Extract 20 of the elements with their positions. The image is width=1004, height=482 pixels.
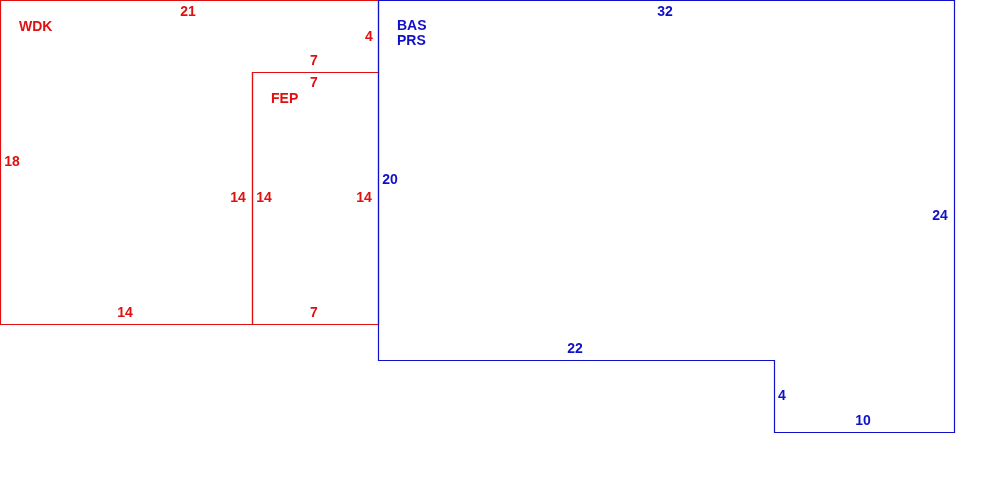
dimension-label: 14 xyxy=(230,190,246,204)
dimension-label: 32 xyxy=(657,4,673,18)
dimension-label: 4 xyxy=(778,388,786,402)
room-name: PRS xyxy=(397,33,426,47)
dimension-label: 4 xyxy=(365,29,373,43)
dimension-label: 7 xyxy=(310,75,318,89)
room-name: WDK xyxy=(19,19,53,33)
dimension-label: 20 xyxy=(382,172,398,186)
dimension-label: 14 xyxy=(356,190,372,204)
dimension-label: 21 xyxy=(180,4,196,18)
dimension-label: 14 xyxy=(256,190,272,204)
dimension-label: 7 xyxy=(310,53,318,67)
dimension-label: 14 xyxy=(117,305,133,319)
dimension-label: 22 xyxy=(567,341,583,355)
dimension-label: 7 xyxy=(310,305,318,319)
dimension-label: 10 xyxy=(855,413,871,427)
dimension-label: 18 xyxy=(4,154,20,168)
room-name: BAS xyxy=(397,18,427,32)
room-name: FEP xyxy=(271,91,299,105)
dimension-label: 24 xyxy=(932,208,948,222)
